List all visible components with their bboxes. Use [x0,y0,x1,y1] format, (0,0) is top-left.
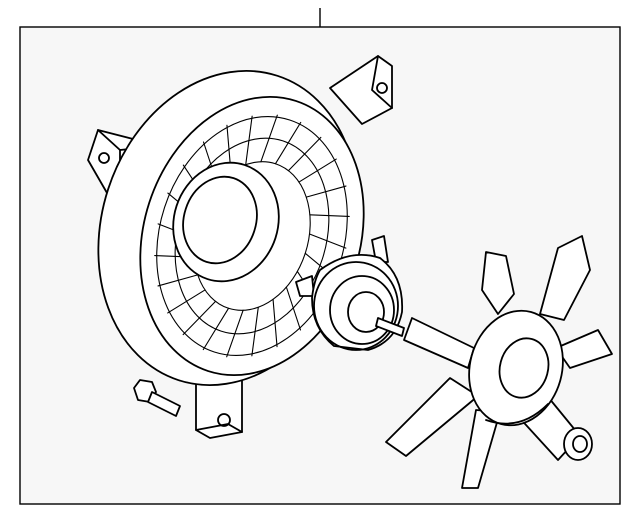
grille-spoke [251,306,259,357]
grille-spoke [298,158,337,183]
grille-spoke [272,298,278,348]
grille-spoke [260,114,278,163]
bolt [133,379,181,417]
grille-spoke [305,185,347,198]
motor-tab [371,235,389,263]
motor-shaft [375,317,405,337]
shroud-bracket-top-right [329,55,393,125]
grille-spoke [167,289,206,314]
fan-blade-hub-inner [498,337,550,399]
grille-spoke [182,300,217,336]
grille-spoke [274,121,302,165]
fan-shroud [87,55,393,439]
grille-spoke [308,233,347,249]
grille-spoke [202,307,230,351]
grille-spoke [226,309,244,358]
fan-blade [385,235,613,489]
grille-spoke [287,136,322,172]
nut [563,427,593,461]
shroud-hub-inner [182,175,258,265]
bolt-shank [147,391,181,417]
grille-spoke [157,274,199,287]
grille-spoke [309,214,350,217]
shroud-grille [154,114,350,358]
fan-motor [295,235,405,351]
grille-spoke [285,286,302,331]
grille-spoke [245,115,253,166]
